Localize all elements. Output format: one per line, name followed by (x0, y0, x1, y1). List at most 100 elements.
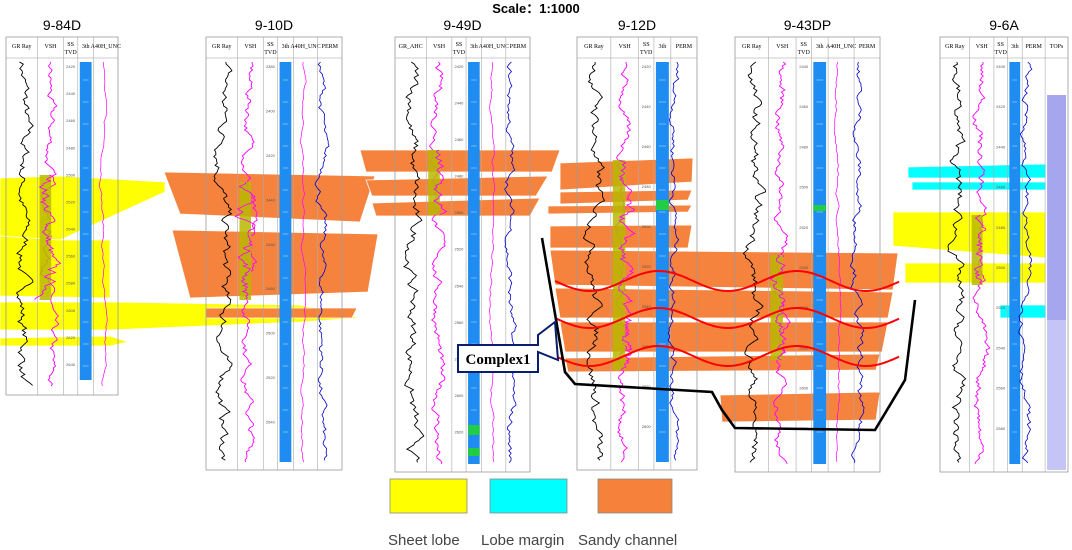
gr-curve (15, 61, 34, 386)
vsh-curve (428, 61, 446, 465)
depth-label: 2420 (266, 153, 276, 158)
depth-label: 2440 (799, 64, 809, 69)
callout-box (457, 320, 560, 373)
depth-label: 2640 (66, 362, 76, 367)
well-frame (205, 36, 343, 471)
gr-curve (213, 61, 233, 461)
depth-label: 2460 (454, 137, 464, 142)
depth-label: 2480 (454, 174, 464, 179)
depth-zone-band (1009, 62, 1021, 464)
perm-curve (667, 61, 680, 461)
track-header: VSH (433, 44, 446, 50)
legend-swatch-sandy-channel (597, 478, 673, 514)
track-header: A40H_UNC (826, 44, 856, 50)
track-header: PERM (676, 44, 693, 50)
lobe-margin-body (907, 163, 1047, 179)
depth-label: 2400 (996, 64, 1006, 69)
depth-zone-band (655, 62, 669, 462)
track-header: VSH (244, 44, 257, 50)
sandy-channel-body (549, 249, 899, 291)
sandy-channel-body (171, 229, 379, 299)
green-marker (655, 200, 669, 210)
sandy-channel-body (719, 391, 881, 423)
track-header: GR Ray (212, 44, 232, 50)
depth-label: 2540 (799, 265, 809, 270)
track-header: GR Ray (945, 44, 965, 50)
vsh-sand-fill (39, 175, 52, 300)
vsh-curve-detail (234, 181, 257, 300)
depth-label: 2520 (996, 305, 1006, 310)
depth-label: 2620 (66, 335, 76, 340)
well-frame (394, 36, 531, 473)
depth-label: 2540 (266, 420, 276, 425)
perm-curve (314, 61, 330, 461)
track-header: TVD (453, 50, 466, 56)
depth-label: 2540 (66, 227, 76, 232)
well-name: 9-84D (43, 17, 81, 33)
track-header: TVD (264, 50, 277, 56)
track-header: 3th (470, 44, 478, 50)
vsh-curve-detail (769, 254, 787, 361)
green-marker (468, 425, 480, 435)
depth-label: 2440 (66, 91, 76, 96)
track-header: 3th (282, 44, 290, 50)
resistivity-curve (98, 61, 108, 387)
depth-zone-band (468, 62, 480, 464)
depth-label: 2580 (996, 426, 1006, 431)
track-header: PERM (510, 44, 527, 50)
track-header: VSH (45, 44, 58, 50)
vsh-curve (240, 61, 258, 463)
track-header: GR Ray (12, 44, 32, 50)
depth-label: 2520 (454, 247, 464, 252)
gr-curve (742, 61, 767, 463)
lobe-margin-body (999, 304, 1047, 319)
resistivity-curve (299, 61, 307, 463)
perm-curve (1018, 61, 1033, 464)
depth-label: 2460 (66, 118, 76, 123)
perm-curve (504, 61, 517, 464)
track-header: TVD (64, 50, 77, 56)
sandy-channel-body (554, 287, 894, 319)
depth-zone-band (79, 62, 92, 380)
track-header: SS (456, 42, 463, 48)
well-name: 9-6A (989, 17, 1019, 33)
depth-label: 2580 (66, 281, 76, 286)
depth-label: 2620 (454, 429, 464, 434)
depth-label: 2520 (266, 375, 276, 380)
callout-label: Complex1 (466, 352, 531, 368)
green-marker (468, 448, 480, 456)
well-frame (5, 36, 119, 396)
depth-label: 2380 (266, 64, 276, 69)
resistivity-curve (833, 61, 842, 463)
depth-label: 2440 (642, 104, 652, 109)
wave-line (554, 307, 900, 329)
well-name: 9-43DP (784, 17, 831, 33)
depth-zone-band (279, 62, 292, 462)
track-header: SS (67, 42, 74, 48)
depth-label: 2600 (642, 424, 652, 429)
vsh-curve-detail (973, 214, 987, 285)
depth-label: 2420 (454, 64, 464, 69)
depth-label: 2520 (66, 199, 76, 204)
depth-label: 2500 (266, 331, 276, 336)
vsh-sand-fill (428, 150, 440, 215)
depth-label: 2460 (799, 104, 809, 109)
depth-label: 2500 (454, 210, 464, 215)
track-header: PERM (322, 44, 339, 50)
legend-label: Lobe margin (481, 532, 564, 549)
depth-label: 2400 (266, 108, 276, 113)
resistivity-curve (489, 61, 496, 463)
track-header: GR Ray (742, 44, 762, 50)
track-header: TVD (640, 50, 653, 56)
well-frame (734, 36, 881, 473)
depth-label: 2480 (996, 225, 1006, 230)
depth-label: 2540 (996, 345, 1006, 350)
depth-label: 2500 (799, 185, 809, 190)
well-frame (576, 36, 698, 471)
depth-label: 2600 (454, 393, 464, 398)
vsh-curve-detail (34, 174, 62, 300)
well-name: 9-49D (443, 17, 481, 33)
track-header: VSH (976, 44, 989, 50)
